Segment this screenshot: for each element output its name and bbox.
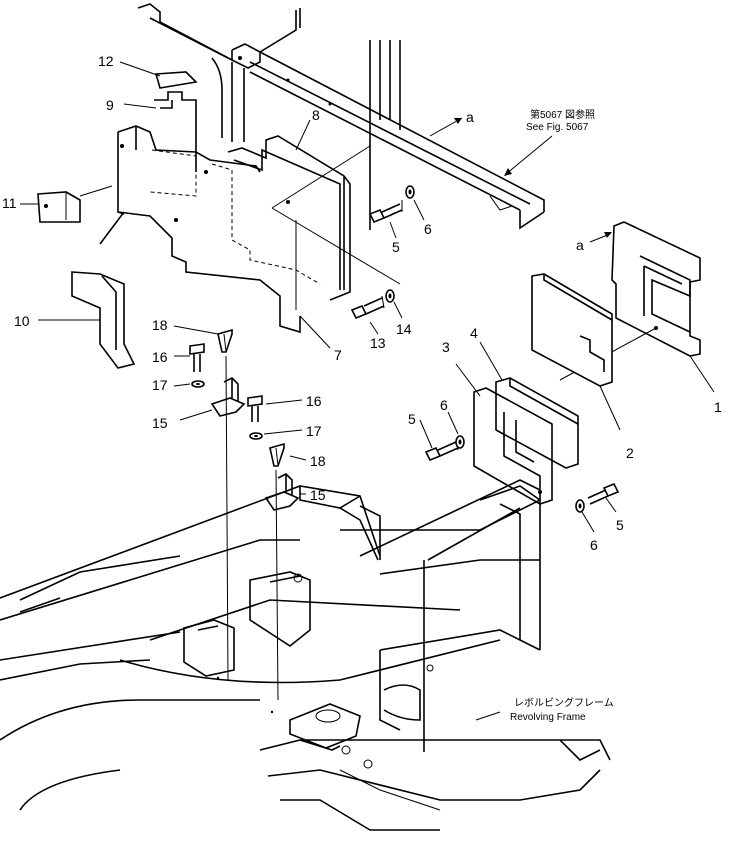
washer-6-middle: 6 [440,397,465,449]
ref-a-right: a [576,232,612,253]
part-10-label: 10 [14,313,30,329]
part-16-left-label: 16 [152,349,168,365]
revolving-frame [0,479,611,831]
part-1-label: 1 [714,399,722,415]
washer-6-lower-label: 6 [590,537,598,553]
part-9: 9 [106,91,197,172]
part-16-left: 16 [152,343,205,372]
part-17-right-label: 17 [306,423,322,439]
bolt-5-lower: 5 [587,482,624,533]
washer-6-upper: 6 [405,185,432,237]
see-fig-callout: 第5067 図参照 See Fig. 5067 [504,108,595,176]
part-2: 2 [531,273,634,461]
bolt-5-upper-label: 5 [392,239,400,255]
part-4: 4 [470,325,579,469]
part-2-label: 2 [626,445,634,461]
part-7-label: 7 [334,347,342,363]
bolt-13-label: 13 [370,335,386,351]
part-16-right: 16 [247,393,322,422]
part-15-right: 15 [264,469,326,701]
bolt-5-lower-label: 5 [616,517,624,533]
upper-frame [137,3,545,230]
part-9-label: 9 [106,97,114,113]
washer-14-label: 14 [396,321,412,337]
part-12-label: 12 [98,53,114,69]
part-18-right: 18 [269,442,326,469]
part-4-label: 4 [470,325,478,341]
bolt-13: 13 [350,295,386,351]
part-8-label: 8 [312,107,320,123]
part-17-left: 17 [152,377,205,393]
part-12: 12 [98,53,198,89]
see-fig-jp: 第5067 図参照 [530,108,595,121]
frame-label-en: Revolving Frame [510,712,586,723]
ref-a-right-label: a [576,237,584,253]
bolt-5-middle: 5 [408,411,459,462]
ref-a-top-label: a [466,109,474,125]
washer-6-middle-label: 6 [440,397,448,413]
part-11-label: 11 [2,195,17,211]
part-15-right-label: 15 [310,487,326,503]
bolt-5-upper: 5 [368,200,403,255]
part-3-label: 3 [442,339,450,355]
part-18-left-label: 18 [152,317,168,333]
part-16-right-label: 16 [306,393,322,409]
ref-a-top: a [429,109,474,137]
part-3: 3 [442,339,553,505]
part-15-left-label: 15 [152,415,168,431]
frame-label-jp: レボルビングフレーム [514,696,614,709]
part-17-left-label: 17 [152,377,168,393]
frame-callout: レボルビングフレーム Revolving Frame [510,696,614,723]
part-15-left: 15 [152,355,246,681]
part-18-right-label: 18 [310,453,326,469]
part-8: 8 [211,107,401,310]
part-17-right: 17 [249,423,322,440]
bolt-5-middle-label: 5 [408,411,416,427]
washer-14: 14 [385,289,412,337]
part-11: 11 [2,185,113,223]
part-10: 10 [14,271,136,369]
part-7: 7 [99,125,342,363]
washer-6-upper-label: 6 [424,221,432,237]
see-fig-en: See Fig. 5067 [526,122,589,133]
part-18-left: 18 [152,317,233,353]
washer-6-lower: 6 [575,499,598,553]
